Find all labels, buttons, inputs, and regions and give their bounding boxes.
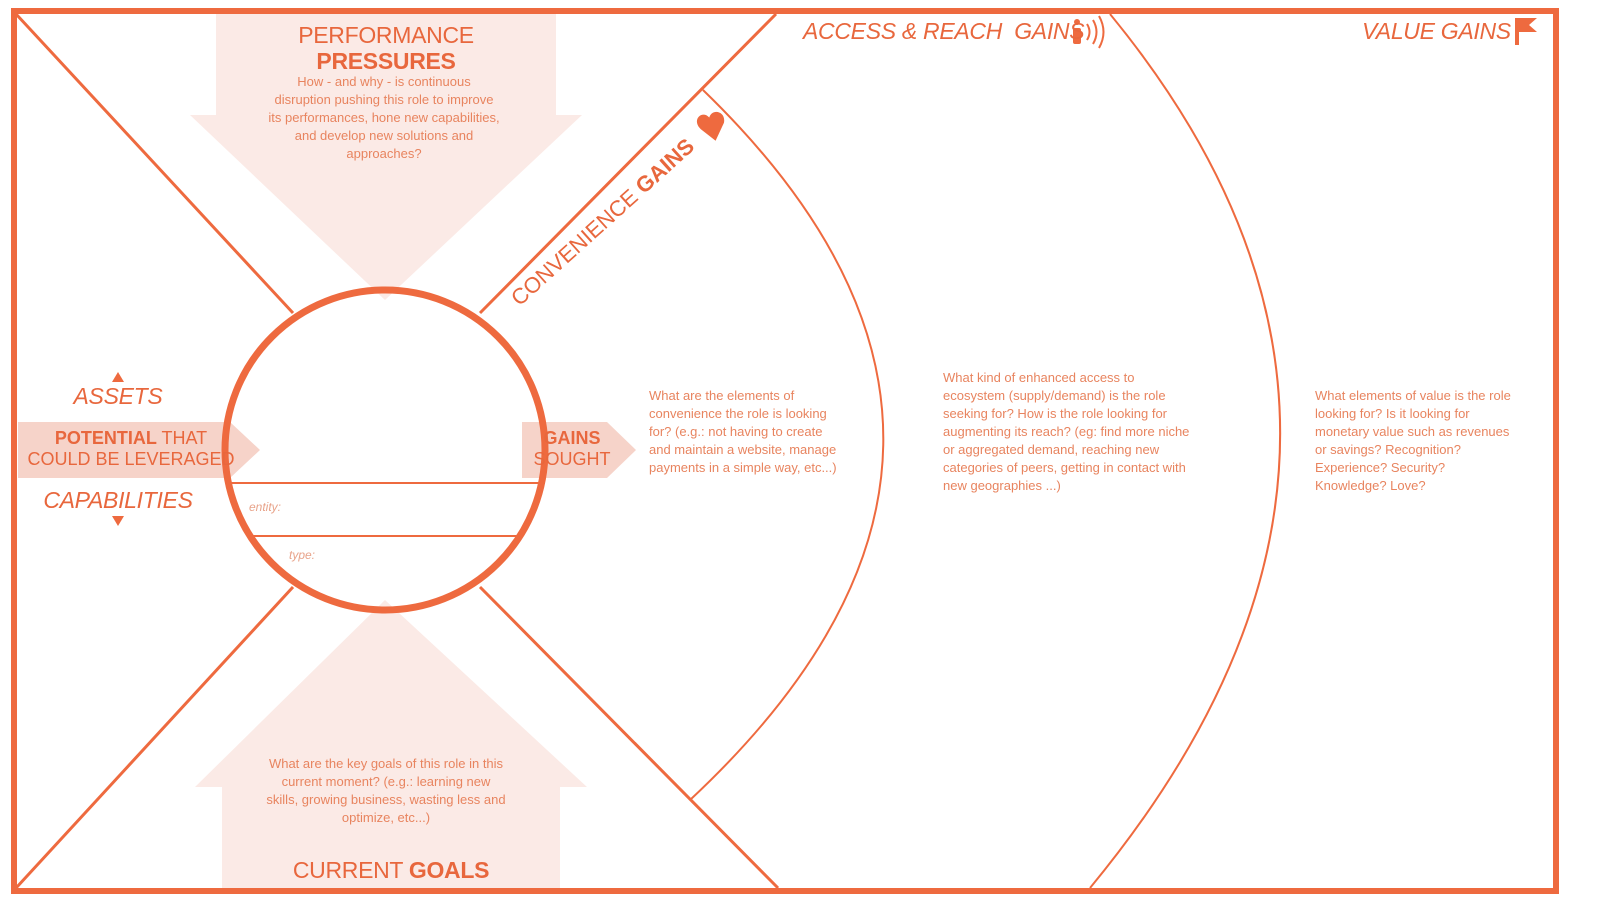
type-field[interactable]: type: — [289, 548, 316, 562]
potential-label: POTENTIAL THAT COULD BE LEVERAGED — [18, 428, 244, 469]
gains-sought-label: GAINS SOUGHT — [522, 428, 622, 469]
triangle-up-icon — [112, 372, 124, 382]
value-title: VALUE GAINS — [1362, 18, 1511, 44]
broadcast-person-icon — [1073, 15, 1105, 49]
convenience-arc — [689, 89, 885, 801]
potential-rest: THAT — [156, 428, 208, 448]
divider-line — [478, 12, 778, 315]
divider-line — [14, 12, 295, 315]
capabilities-label: CAPABILITIES — [43, 487, 193, 513]
access-arc — [1089, 13, 1282, 889]
pressures-title-bold: PRESSURES — [316, 48, 456, 75]
potential-rest-2: COULD BE LEVERAGED — [27, 448, 235, 469]
entity-field[interactable]: entity: — [249, 500, 282, 514]
gains-sought-arrow — [522, 422, 636, 478]
triangle-down-icon — [112, 516, 124, 526]
goals-arrow — [195, 600, 587, 888]
canvas-border — [11, 8, 1559, 894]
gains-sought-regular: SOUGHT — [533, 448, 611, 469]
convenience-question: What are the elements of convenience the… — [649, 388, 837, 475]
goals-title-regular: CURRENT — [292, 857, 403, 883]
divider-line — [478, 585, 780, 890]
goals-title: CURRENT GOALS — [222, 857, 560, 883]
pressures-arrow — [190, 14, 582, 300]
goals-question: What are the key goals of this role in t… — [266, 756, 506, 825]
flag-icon — [1515, 18, 1537, 45]
access-title: ACCESS & REACH GAINS — [803, 18, 1085, 44]
goals-title-bold: GOALS — [408, 857, 490, 883]
divider-line — [14, 585, 295, 890]
gains-sought-bold: GAINS — [543, 428, 601, 448]
heart-icon — [696, 111, 725, 141]
pressures-question: How - and why - is continuous disruption… — [268, 74, 500, 161]
pressures-title: PERFORMANCE — [298, 22, 474, 48]
access-question: What kind of enhanced access to ecosyste… — [943, 370, 1190, 493]
role-circle — [221, 286, 549, 614]
potential-arrow — [18, 422, 260, 478]
value-question: What elements of value is the role looki… — [1315, 388, 1511, 493]
assets-label: ASSETS — [73, 383, 163, 409]
potential-bold: POTENTIAL — [54, 428, 157, 448]
